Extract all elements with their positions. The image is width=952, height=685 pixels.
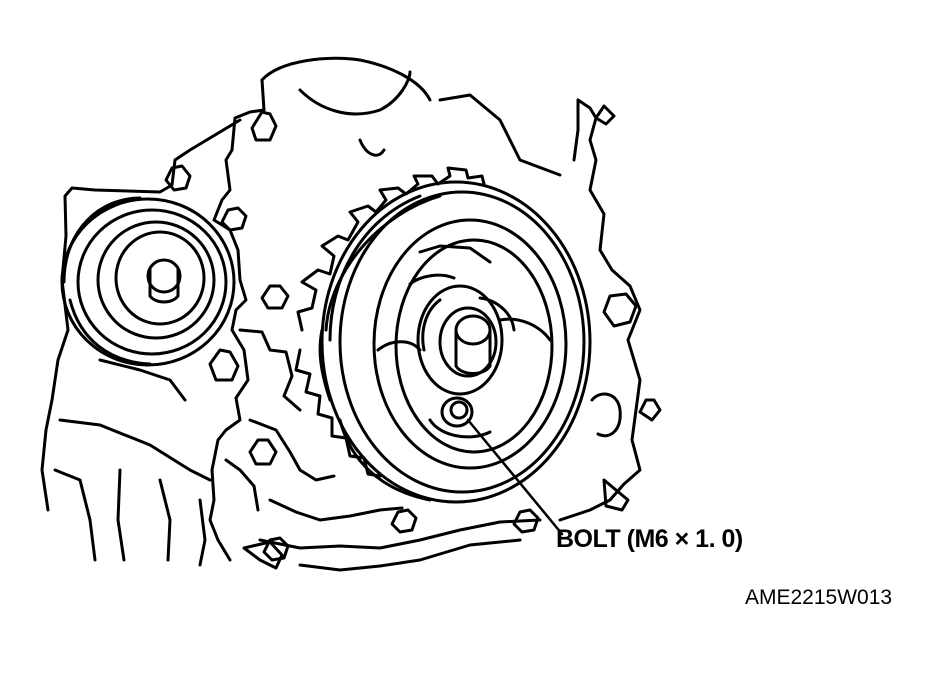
engine-block-icon (40, 56, 662, 572)
figure-code: AME2215W013 (745, 586, 893, 609)
bolt-callout-label: BOLT (M6 × 1. 0) (556, 525, 743, 553)
callout-leader-line (466, 418, 564, 536)
idler-pulley-icon (60, 196, 236, 367)
crankshaft-pulley-icon (320, 180, 592, 504)
bolt-icon (440, 396, 474, 428)
